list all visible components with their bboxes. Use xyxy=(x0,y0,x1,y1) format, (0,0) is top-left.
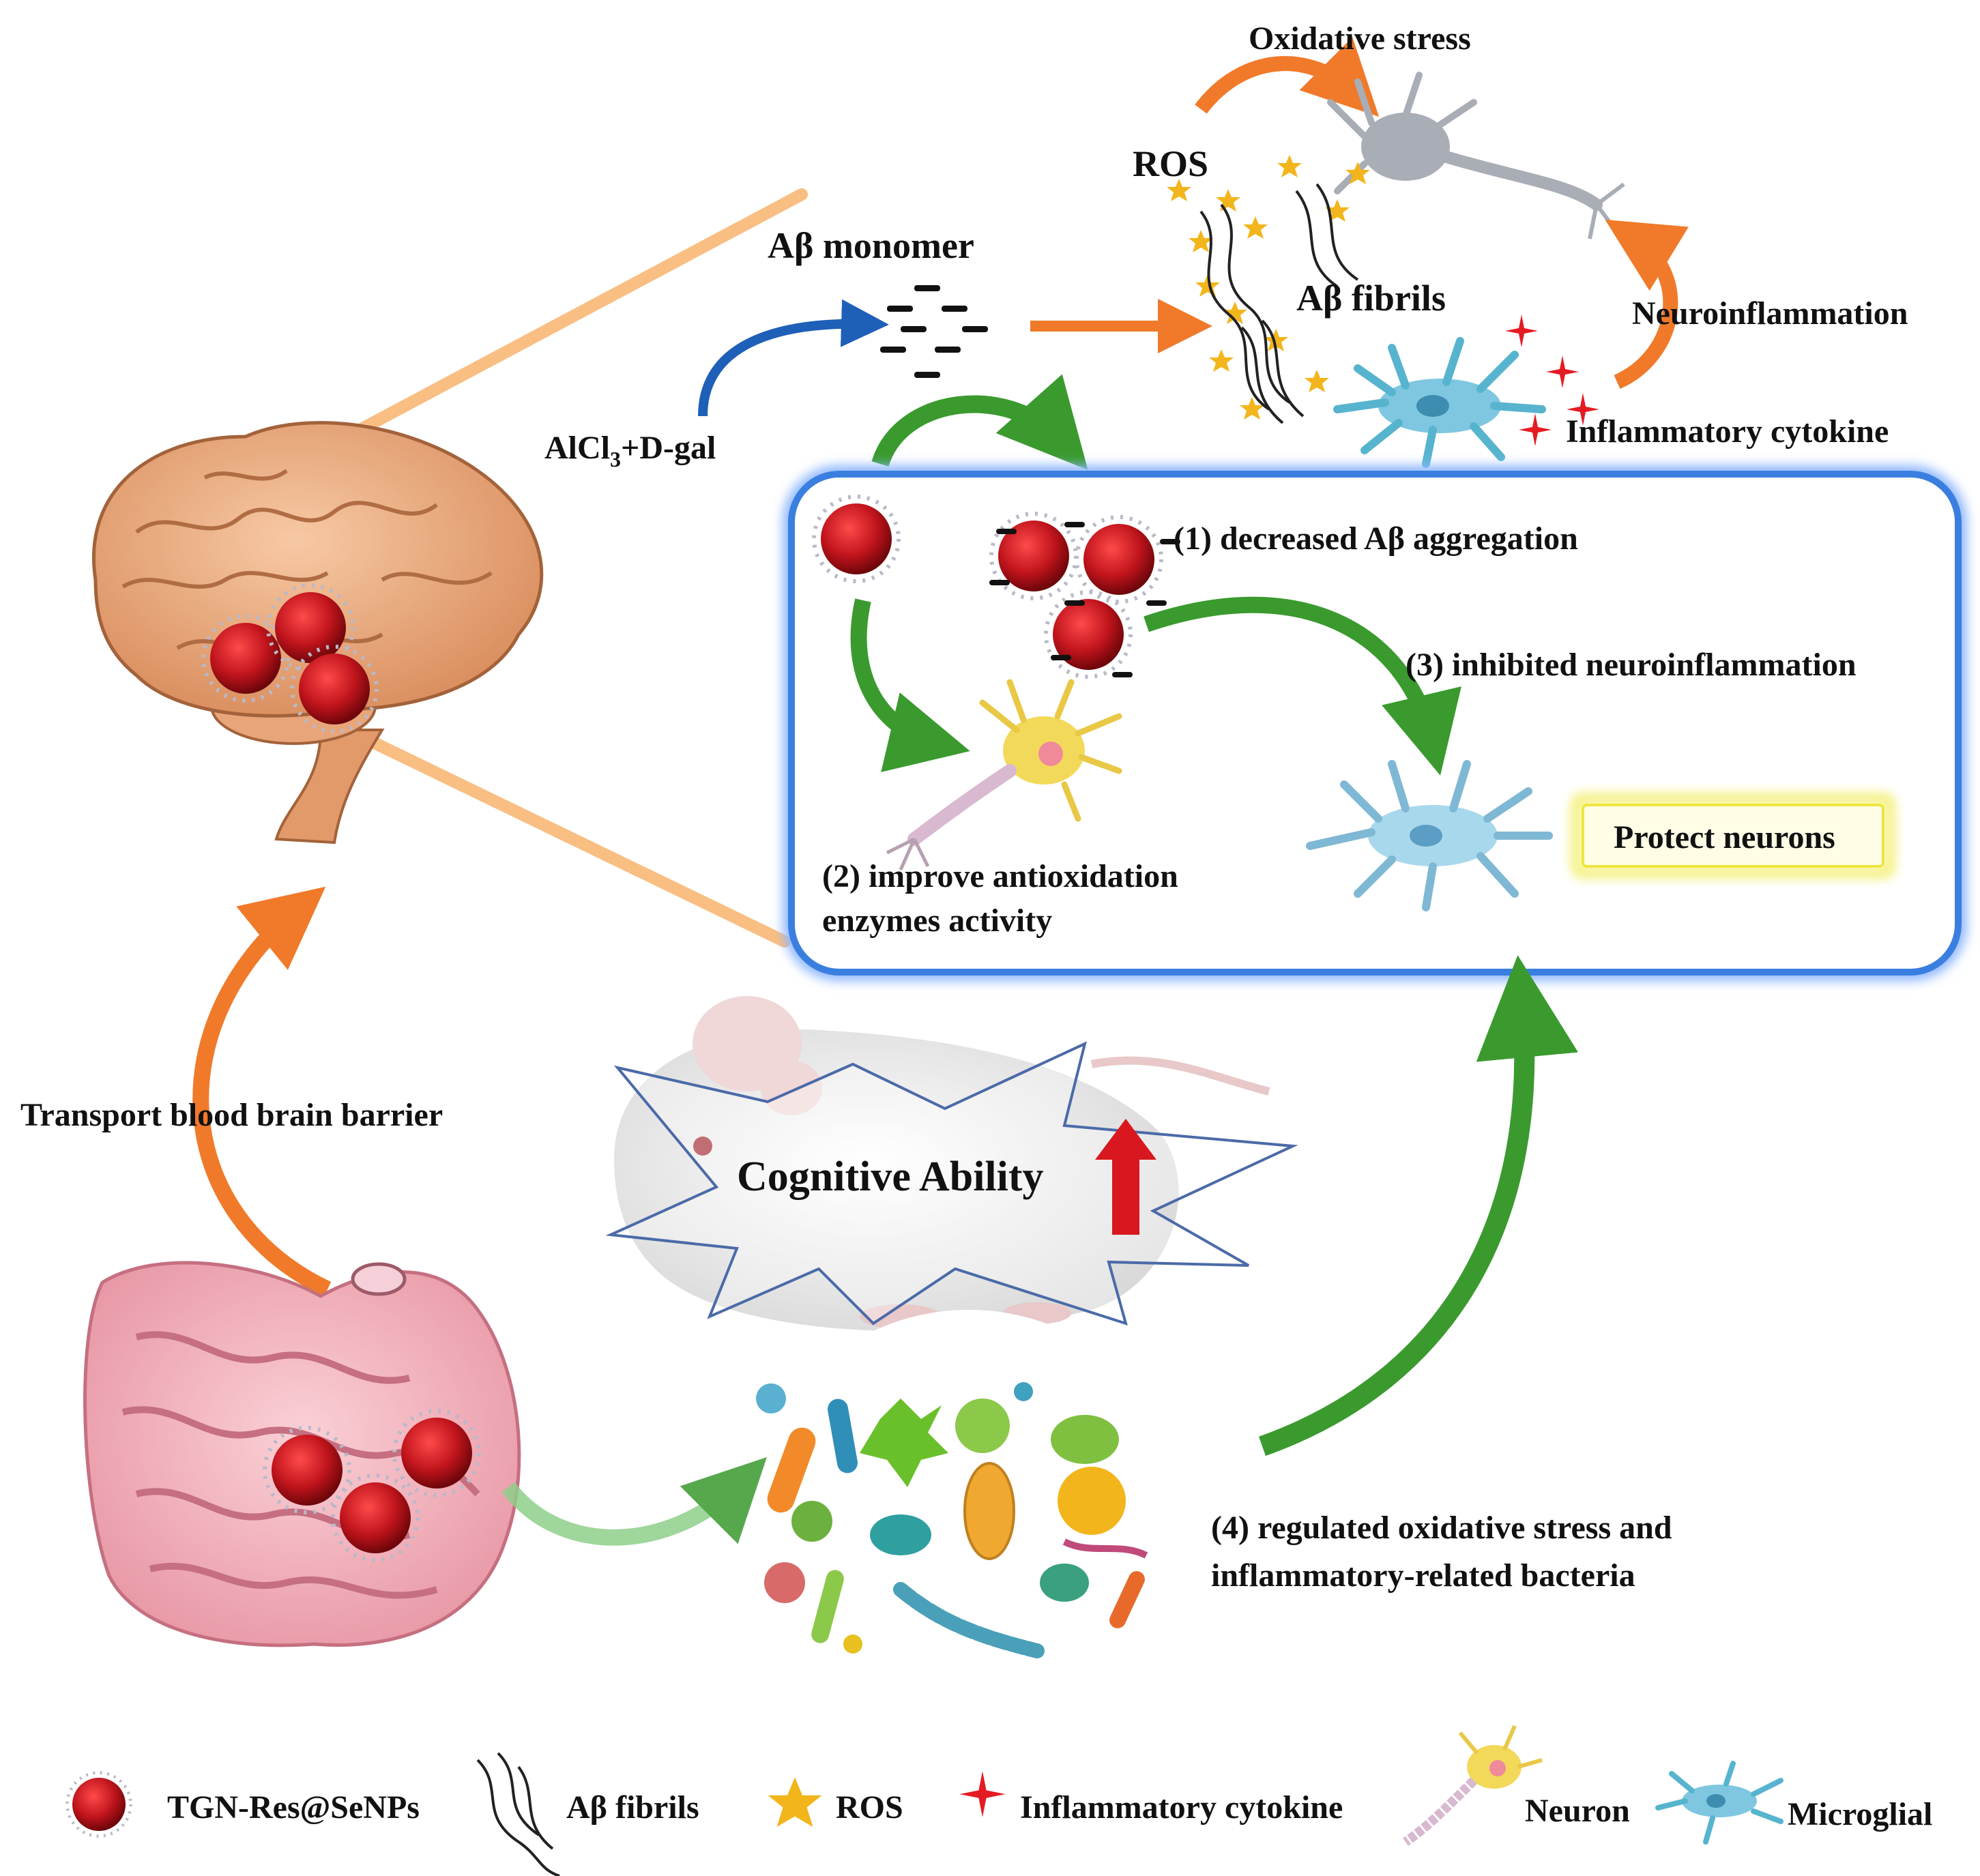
legend-label: ROS xyxy=(836,1789,903,1826)
legend-label: Aβ fibrils xyxy=(566,1789,699,1826)
activated-microglia-icon xyxy=(1333,337,1546,468)
enzymes-activity-label: enzymes activity xyxy=(822,903,1052,939)
protect-neurons-label: Protect neurons xyxy=(1614,819,1835,855)
ros-label: ROS xyxy=(1133,143,1208,184)
resting-microglia-icon xyxy=(1306,760,1553,911)
gut-to-bacteria-arrow xyxy=(501,1457,767,1546)
regulated-bacteria-label: inflammatory-related bacteria xyxy=(1211,1557,1635,1594)
brain-illustration xyxy=(92,421,544,845)
cognitive-ability-label: Cognitive Ability xyxy=(737,1154,1044,1200)
oxidative-stress-arrow xyxy=(1195,37,1380,117)
neuroinflammation-arrow xyxy=(1605,220,1689,390)
legend-label: TGN-Res@SeNPs xyxy=(167,1789,420,1826)
zoom-line-top xyxy=(328,188,808,450)
legend: TGN-Res@SeNPs Aβ fibrils ROS Inflammator… xyxy=(68,1725,1932,1876)
treatment-arrow xyxy=(871,374,1088,470)
damaged-neuron-icon xyxy=(1327,72,1625,239)
transport-bbb-label: Transport blood brain barrier xyxy=(20,1097,443,1133)
neuron-icon xyxy=(1403,1725,1543,1846)
ab-fibrils-label: Aβ fibrils xyxy=(1296,278,1446,319)
inhibited-neuroinflammation-label: (3) inhibited neuroinflammation xyxy=(1406,647,1857,683)
legend-item: Microglial xyxy=(1655,1761,1932,1845)
legend-item: Neuron xyxy=(1403,1725,1630,1846)
antioxidation-arrow xyxy=(850,598,970,772)
legend-label: Microglial xyxy=(1788,1796,1932,1832)
ab-fibril-cluster xyxy=(1199,183,1359,424)
zoom-line-bottom xyxy=(355,731,791,948)
star-icon xyxy=(768,1777,822,1827)
aggregated-nanoparticles xyxy=(989,514,1180,677)
legend-item: Inflammatory cytokine xyxy=(959,1771,1343,1826)
legend-label: Inflammatory cytokine xyxy=(1020,1789,1343,1826)
cognitive-starburst xyxy=(605,1041,1298,1326)
fibril-icon xyxy=(476,1752,560,1876)
transport-bbb-arrow xyxy=(192,886,332,1297)
legend-item: Aβ fibrils xyxy=(476,1752,699,1876)
gut-bacteria-cluster xyxy=(756,1310,1174,1678)
legend-item: ROS xyxy=(768,1777,903,1827)
inflammatory-cytokine-label: Inflammatory cytokine xyxy=(1566,413,1889,450)
decreased-ab-label: (1) decreased Aβ aggregation xyxy=(1174,521,1578,557)
healthy-neuron-icon xyxy=(886,679,1122,871)
ab-monomer-label: Aβ monomer xyxy=(768,225,974,266)
legend-item: TGN-Res@SeNPs xyxy=(68,1773,420,1836)
microglia-icon xyxy=(1655,1761,1784,1845)
alcl3-label: AlCl3+D-gal xyxy=(544,430,716,471)
regulated-oxidative-label: (4) regulated oxidative stress and xyxy=(1211,1510,1672,1546)
protect-neurons-badge: Protect neurons xyxy=(1571,793,1895,878)
cytokine-icon xyxy=(959,1771,1006,1817)
legend-label: Neuron xyxy=(1525,1793,1630,1829)
oxidative-stress-label: Oxidative stress xyxy=(1249,20,1471,57)
intestine-illustration xyxy=(83,1261,521,1647)
neuroinflammation-label: Neuroinflammation xyxy=(1632,295,1908,332)
cognitive-up-arrow xyxy=(1095,1119,1156,1235)
improve-antioxidation-label: (2) improve antioxidation xyxy=(822,858,1178,894)
nanoparticle-icon xyxy=(68,1773,131,1836)
bacteria-to-box-arrow xyxy=(1258,955,1579,1456)
mouse-illustration xyxy=(614,996,1270,1332)
neuroinflammation-inhibit-arrow xyxy=(1144,596,1461,776)
alcl3-arrow xyxy=(698,299,889,417)
ab-monomer-dashes xyxy=(880,285,988,378)
